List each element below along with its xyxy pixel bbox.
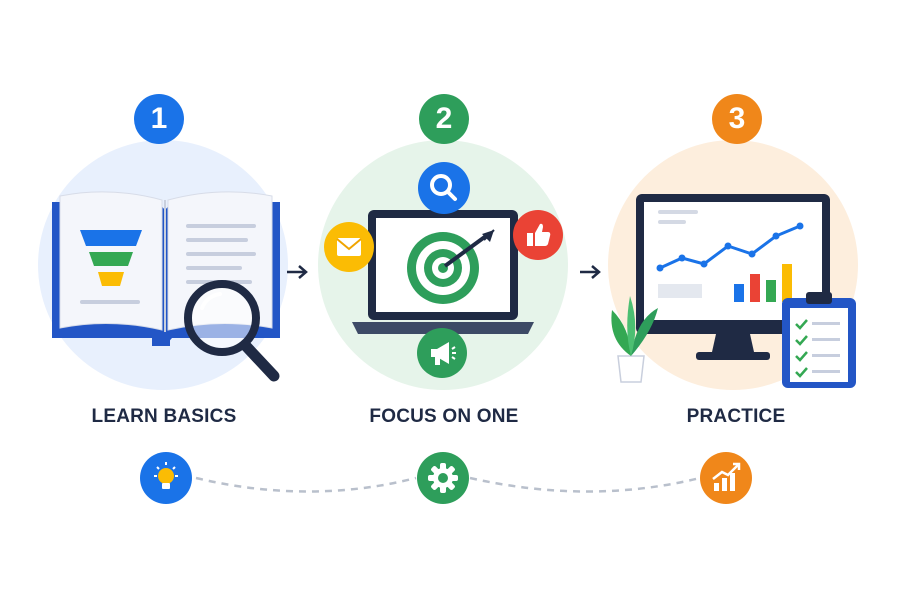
thumbs-up-icon — [513, 210, 563, 260]
step-3-label: PRACTICE — [686, 406, 786, 427]
envelope-icon — [324, 222, 374, 272]
gear-icon — [417, 452, 469, 504]
megaphone-icon — [417, 328, 467, 378]
laptop-target-icon — [352, 210, 534, 334]
search-icon — [418, 162, 470, 214]
step-1-label: LEARN BASICS — [91, 406, 237, 427]
step-2-label: FOCUS ON ONE — [369, 406, 519, 427]
arrow-right-icon — [580, 265, 601, 279]
step-2-number-badge: 2 — [419, 94, 469, 144]
step-1-number-badge: 1 — [134, 94, 184, 144]
book-funnel-magnifier-icon — [52, 191, 280, 382]
growth-chart-icon — [700, 452, 752, 504]
monitor-chart-clipboard-icon — [611, 194, 856, 388]
lightbulb-icon — [140, 452, 192, 504]
step-3-number-badge: 3 — [712, 94, 762, 144]
arrow-right-icon — [287, 265, 308, 279]
